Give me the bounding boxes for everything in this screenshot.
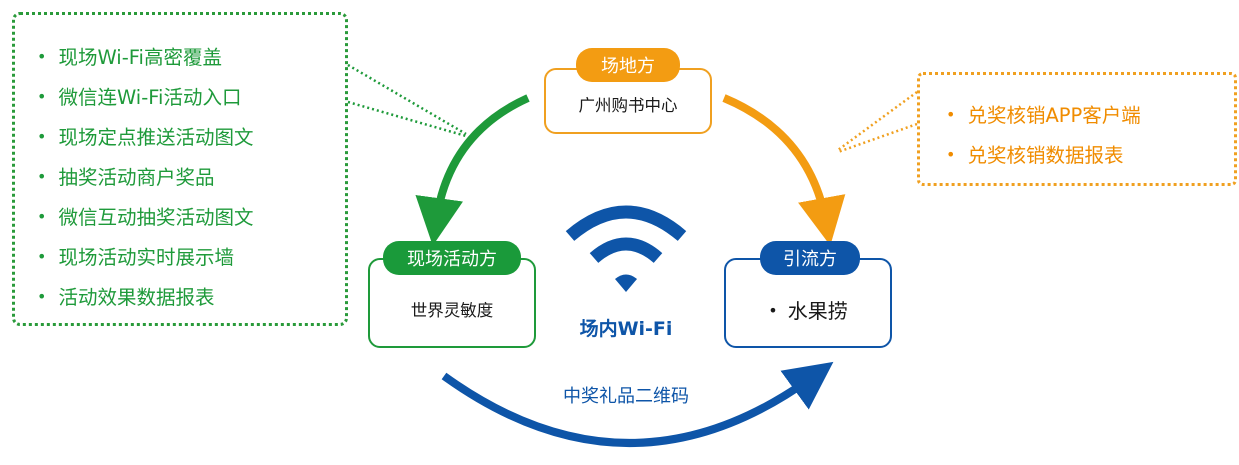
node-activity-tag: 现场活动方 [383, 241, 521, 275]
arrow-venue-to-traffic [722, 94, 846, 246]
callout-left-pointer-bottom [347, 100, 467, 138]
arrow-activity-to-traffic [441, 361, 834, 447]
callout-left-item: 现场Wi-Fi高密覆盖 [37, 37, 253, 77]
arrow-venue-to-activity [415, 94, 530, 246]
callout-left-pointer-top [347, 63, 467, 136]
callout-left-item: 微信互动抽奖活动图文 [37, 197, 253, 237]
node-traffic-item: 水果捞 [768, 295, 848, 324]
node-venue-tag: 场地方 [576, 48, 680, 82]
center-wifi-label: 场内Wi-Fi [579, 318, 673, 340]
wifi-icon [565, 205, 687, 292]
callout-right-pointer-top [837, 90, 918, 152]
node-venue-name: 广州购书中心 [578, 96, 678, 115]
callout-left-list: 现场Wi-Fi高密覆盖 微信连Wi-Fi活动入口 现场定点推送活动图文 抽奖活动… [37, 37, 253, 317]
callout-right-box: 兑奖核销APP客户端 兑奖核销数据报表 [917, 72, 1237, 186]
callout-left-item: 现场活动实时展示墙 [37, 237, 253, 277]
callout-left-item: 抽奖活动商户奖品 [37, 157, 253, 197]
callout-left-item: 活动效果数据报表 [37, 277, 253, 317]
callout-left-item: 微信连Wi-Fi活动入口 [37, 77, 253, 117]
node-traffic-tag: 引流方 [760, 241, 860, 275]
callout-right-pointer-bottom [837, 122, 918, 154]
callout-right-item: 兑奖核销数据报表 [946, 135, 1141, 175]
node-activity-name: 世界灵敏度 [410, 301, 494, 320]
bottom-link-label: 中奖礼品二维码 [563, 386, 689, 407]
callout-right-list: 兑奖核销APP客户端 兑奖核销数据报表 [946, 95, 1141, 175]
callout-left-item: 现场定点推送活动图文 [37, 117, 253, 157]
callout-right-item: 兑奖核销APP客户端 [946, 95, 1140, 135]
callout-left-box: 现场Wi-Fi高密覆盖 微信连Wi-Fi活动入口 现场定点推送活动图文 抽奖活动… [12, 12, 348, 326]
